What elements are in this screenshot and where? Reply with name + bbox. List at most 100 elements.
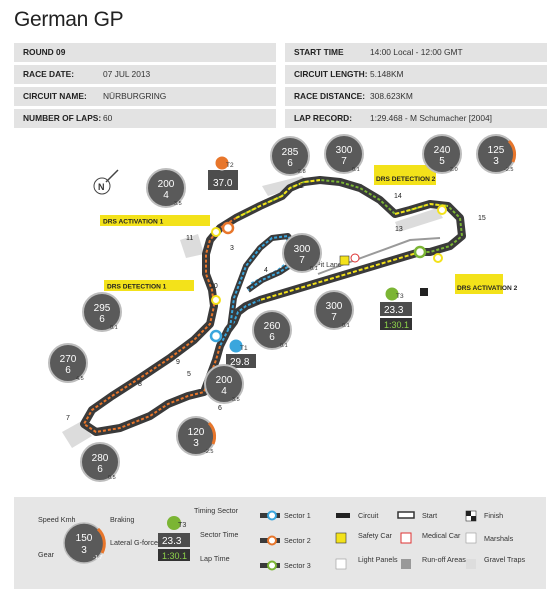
speed-gauge: 2004 3.5 [204,364,244,404]
legend-timing-label: Timing Sector [194,506,239,515]
info-key: RACE DISTANCE: [294,91,366,101]
corner-12: 12 [296,183,304,190]
svg-text:Sector 2: Sector 2 [284,536,311,545]
gauge-speed: 260 [264,321,281,332]
gauge-gear: 6 [97,464,103,475]
legend-sector-2: Sector 2 [260,535,311,546]
finish-flag-icon [420,288,428,296]
legend-medical-car: Medical Car [422,531,461,540]
info-value: NÜRBURGRING [103,91,167,101]
start-icon [397,511,415,519]
drs-zone-2 [394,202,449,215]
gauge-dial [48,343,88,383]
safety-car-icon [339,255,350,266]
gauge-braking-arc [207,421,217,445]
gauge-gforce: 0.1 [110,325,118,331]
gauge-gforce: 4.5 [76,376,84,382]
gauge-dial [422,134,462,174]
info-key: RACE DATE: [23,69,75,79]
race-info-left: ROUND 09 RACE DATE:07 JUL 2013 CIRCUIT N… [14,43,276,131]
sector1-line [219,236,294,347]
gauge-dial [82,292,122,332]
gauge-gear: 3 [193,438,199,449]
gauge-gforce: 2.0 [450,167,458,173]
sector-badge-id: T2 [226,162,234,169]
info-row-date: RACE DATE: 07 JUL 2013 [14,65,276,84]
corner-3: 3 [230,245,234,252]
pit-lane-label: Pit Lane [316,262,342,269]
sector-badge-time: 23.3 [384,305,404,316]
info-value: 07 JUL 2013 [103,69,151,79]
legend-lap-time-label: Lap Time [200,554,230,563]
sector-marker-1 [209,329,223,343]
legend-lateral-label: Lateral G-force [110,538,158,547]
gauge-dial [270,136,310,176]
legend: 150 3 -1.7 Speed Kmh Gear Braking Latera… [14,497,546,589]
gauge-speed: 295 [94,303,111,314]
gauge-gforce: 2.8 [298,169,306,175]
drs-activation-1-label: DRS ACTIVATION 1 [103,219,164,226]
corner-5: 5 [187,371,191,378]
drs-marker [211,227,221,237]
sector-badge-time: 29.8 [230,357,250,368]
legend-sector-1: Sector 1 [260,510,311,521]
svg-text:N: N [98,182,105,192]
info-key: START TIME [294,47,344,57]
safety-car-legend-icon [335,532,347,544]
info-row-round: ROUND 09 [14,43,276,62]
drs-marker [211,295,221,305]
sector-badge-lap: 1:30.1 [384,320,409,330]
gauge-dial [204,364,244,404]
svg-text:Sector 1: Sector 1 [284,511,311,520]
gauge-dial [324,134,364,174]
legend-gauge: 150 3 -1.7 [63,522,106,564]
sector-badge-time: 37.0 [213,178,233,189]
gauge-dial [314,290,354,330]
pit-lane [317,237,441,275]
corner-10: 10 [210,283,218,290]
drs-detection-1-label: DRS DETECTION 1 [107,284,167,291]
info-value: 14:00 Local - 12:00 GMT [370,47,463,57]
drs-zone-1 [235,179,321,219]
legend-runoff: Run-off Areas [422,555,466,564]
legend-timing-id: T3 [178,520,186,529]
legend-graphic: 150 3 -1.7 Speed Kmh Gear Braking Latera… [38,506,526,571]
drs-detection-2-label: DRS DETECTION 2 [376,176,436,183]
legend-start: Start [422,511,437,520]
gauge-gear: 7 [331,312,337,323]
drs-zone-3 [259,251,421,301]
info-value: 5.148KM [370,69,404,79]
gauge-gear: 4 [221,386,227,397]
info-row-length: CIRCUIT LENGTH:5.148KM [285,65,547,84]
sector-badge-id: T3 [396,293,404,300]
sector1-infield-line [229,234,298,329]
gauge-dial [146,168,186,208]
info-row-distance: RACE DISTANCE:308.623KM [285,87,547,106]
drs-marker [437,205,447,215]
circuit-map: Pit Lane N 1 2 3 4 5 6 7 8 9 10 11 12 13… [48,134,518,482]
gauge-dial [252,310,292,350]
legend-light-panels: Light Panels [358,555,398,564]
gauge-speed: 270 [60,354,77,365]
gauge-gear: 6 [65,365,71,376]
legend-speed-label: Speed Kmh [38,515,76,524]
gauge-braking-arc [507,139,517,163]
gauge-gear: 7 [299,255,305,266]
legend-gear-label: Gear [38,550,55,559]
gauge-gforce: 3.5 [232,397,240,403]
sector-badge-t3: T3 23.3 1:30.1 [380,286,412,330]
corner-4: 4 [264,267,268,274]
gauge-speed: 200 [216,375,233,386]
legend-gauge-speed: 150 [76,533,93,544]
sector-marker-2 [221,221,235,235]
corner-11: 11 [186,235,193,242]
gauge-speed: 285 [282,147,299,158]
race-title: German GP [14,8,124,31]
gauge-gear: 4 [163,190,169,201]
